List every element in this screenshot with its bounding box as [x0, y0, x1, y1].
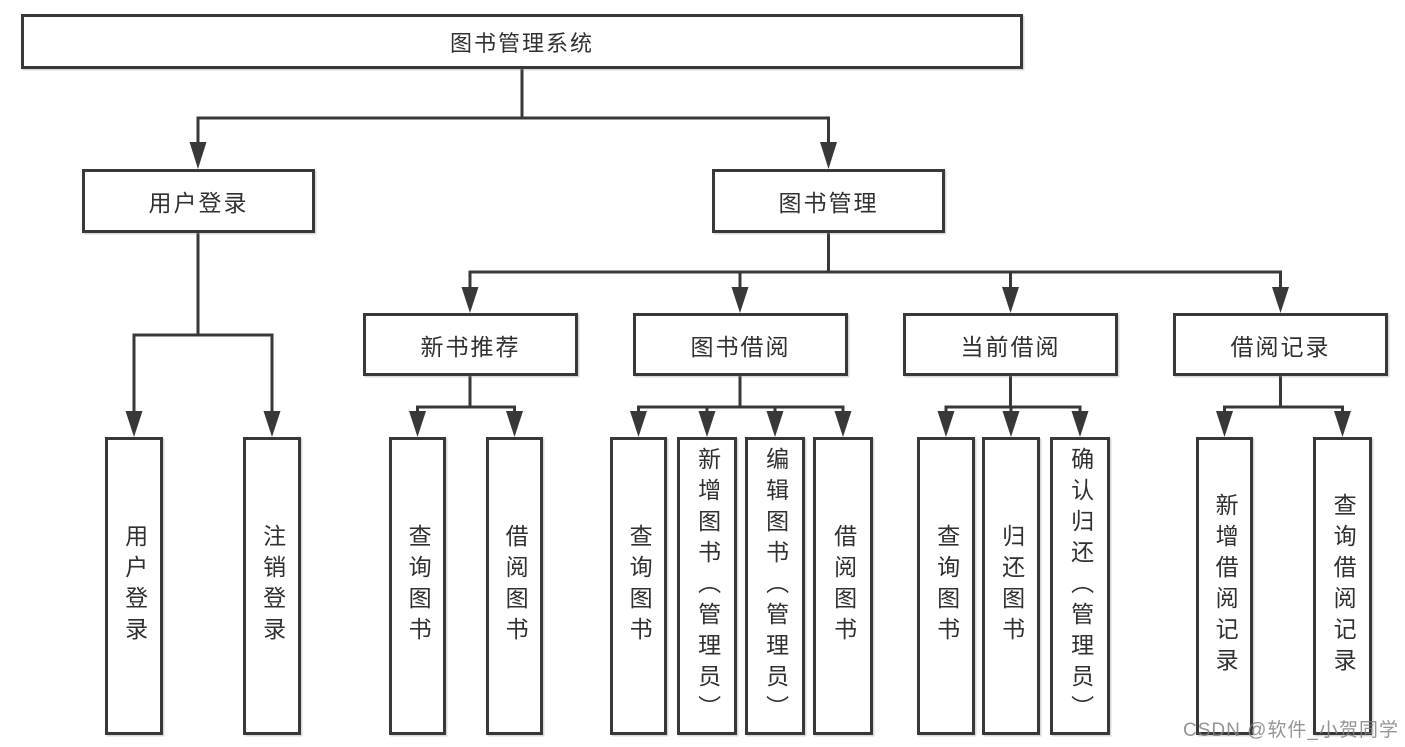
leaf-label: 确认归还（管理员）: [1067, 446, 1094, 726]
node-new-book-recommendation: 新书推荐: [363, 313, 578, 376]
node-label: 图书管理系统: [449, 30, 594, 56]
leaf-label: 用户登录: [121, 524, 148, 648]
leaf-label: 注销登录: [259, 524, 286, 648]
leaf-borrow-books-borrowing: 借阅图书: [813, 437, 873, 735]
leaf-label: 新增借阅记录: [1212, 493, 1239, 679]
leaf-logout: 注销登录: [243, 437, 301, 735]
arrowhead-icon: [834, 411, 852, 437]
leaf-label: 查询图书: [933, 524, 960, 648]
leaf-label: 新增图书（管理员）: [694, 446, 721, 726]
edge-borrowing-split: [637, 405, 845, 419]
arrowhead-icon: [1272, 287, 1289, 313]
leaf-label: 借阅图书: [830, 524, 857, 648]
arrowhead-icon: [731, 287, 749, 313]
node-book-borrowing: 图书借阅: [633, 313, 848, 376]
arrowhead-icon: [263, 411, 281, 437]
leaf-borrow-books-recommend: 借阅图书: [486, 437, 543, 735]
leaf-add-borrow-record: 新增借阅记录: [1196, 437, 1253, 735]
arrowhead-icon: [630, 411, 647, 437]
node-label: 图书管理: [778, 190, 879, 216]
node-label: 当前借阅: [960, 333, 1061, 360]
node-label: 借阅记录: [1230, 333, 1331, 360]
csdn-watermark: CSDN @软件_小贺同学: [1183, 720, 1399, 741]
arrowhead-icon: [766, 411, 784, 437]
leaf-label: 查询图书: [405, 524, 432, 648]
node-borrowing-records: 借阅记录: [1173, 313, 1388, 376]
arrowhead-icon: [937, 411, 955, 437]
arrowhead-icon: [125, 411, 143, 437]
leaf-confirm-return-admin: 确认归还（管理员）: [1050, 437, 1110, 735]
arrowhead-icon: [1216, 411, 1233, 437]
leaf-return-book: 归还图书: [982, 437, 1040, 735]
arrowhead-icon: [1002, 411, 1020, 437]
arrowhead-icon: [1071, 411, 1089, 437]
node-current-borrowing: 当前借阅: [903, 313, 1118, 376]
node-library-management-system: 图书管理系统: [21, 14, 1023, 69]
edge-current-split: [944, 405, 1082, 419]
leaf-label: 查询借阅记录: [1330, 493, 1357, 679]
node-label: 用户登录: [148, 190, 249, 216]
arrowhead-icon: [698, 411, 716, 437]
leaf-label: 编辑图书（管理员）: [762, 446, 789, 726]
leaf-query-books-current: 查询图书: [917, 437, 975, 735]
arrowhead-icon: [1334, 411, 1351, 437]
edge-userlogin-split: [132, 333, 274, 417]
leaf-query-books-borrowing: 查询图书: [610, 437, 667, 735]
leaf-add-book-admin: 新增图书（管理员）: [677, 437, 737, 735]
edge-records-split: [1223, 405, 1344, 419]
arrowhead-icon: [506, 411, 523, 437]
node-label: 图书借阅: [690, 333, 791, 360]
edge-root-split: [196, 116, 830, 145]
node-book-management: 图书管理: [712, 169, 945, 233]
edge-recommend-split: [416, 405, 516, 419]
arrowhead-icon: [189, 142, 207, 169]
leaf-label: 归还图书: [998, 524, 1025, 648]
node-label: 新书推荐: [420, 333, 521, 360]
arrowhead-icon: [409, 411, 426, 437]
leaf-query-borrow-record: 查询借阅记录: [1313, 437, 1372, 735]
node-user-login: 用户登录: [82, 169, 315, 233]
leaf-user-login: 用户登录: [105, 437, 163, 735]
edge-bookmgmt-split: [468, 270, 1282, 292]
leaf-label: 借阅图书: [502, 524, 529, 648]
leaf-label: 查询图书: [626, 524, 653, 648]
leaf-query-books-recommend: 查询图书: [389, 437, 446, 735]
leaf-edit-book-admin: 编辑图书（管理员）: [745, 437, 805, 735]
arrowhead-icon: [461, 287, 479, 313]
arrowhead-icon: [1002, 287, 1019, 313]
arrowhead-icon: [820, 142, 837, 169]
